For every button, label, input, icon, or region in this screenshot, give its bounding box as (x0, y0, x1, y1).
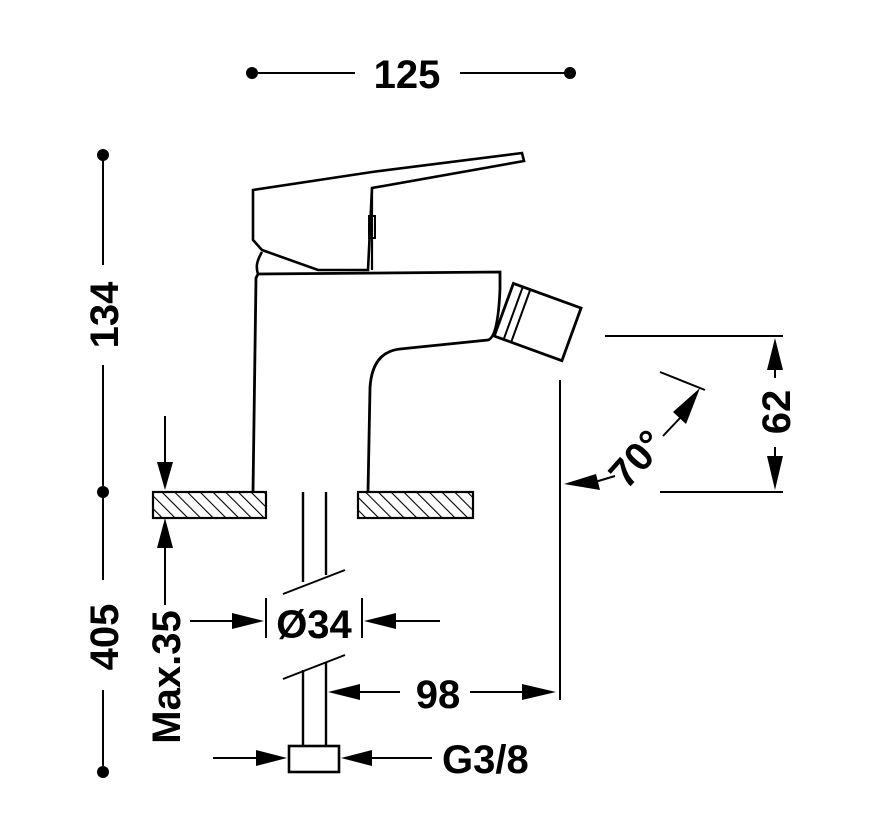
arrowhead (328, 684, 360, 700)
arrowhead (673, 388, 700, 424)
diameter-dimension: Ø34 (190, 598, 440, 647)
reach-dimension: 98 (328, 380, 561, 717)
diameter-label: Ø34 (276, 603, 352, 647)
spray-nozzle (492, 281, 583, 363)
angle-label: 70° (601, 422, 674, 496)
extension-line (659, 371, 706, 391)
arrowhead (564, 474, 600, 490)
countertop-left (151, 490, 268, 520)
height-dimension: 134 405 (83, 149, 127, 778)
width-label: 125 (374, 53, 441, 97)
arrowhead (157, 518, 173, 548)
connection-label: G3/8 (442, 738, 529, 782)
width-dimension: 125 (246, 53, 576, 97)
dimension-line (594, 475, 616, 483)
pipe-length-label: 405 (83, 604, 127, 671)
supply-pipe (282, 492, 346, 774)
height-label: 134 (83, 281, 127, 348)
spout-height-dimension: 62 (605, 335, 799, 493)
arrowhead (364, 613, 396, 629)
arrowhead (522, 684, 556, 700)
spout-height-label: 62 (755, 390, 799, 435)
cartridge-neck (255, 251, 264, 275)
faucet-body (251, 270, 502, 493)
lever-handle (251, 151, 526, 272)
pipe-break (282, 569, 346, 595)
max-thickness-label: Max.35 (145, 610, 189, 743)
arrowhead (341, 750, 372, 766)
arrowhead (767, 456, 783, 490)
arrowhead (256, 750, 287, 766)
angle-dimension: 70° (564, 371, 706, 497)
counter-thickness-dimension: Max.35 (145, 416, 189, 744)
countertop-right (356, 490, 475, 520)
connection-dimension: G3/8 (213, 738, 529, 782)
pipe-connector-nut (287, 744, 341, 774)
nozzle-inner (502, 285, 532, 344)
countertop (151, 490, 475, 520)
reach-label: 98 (416, 673, 461, 717)
faucet (251, 151, 583, 493)
dimension-line (662, 417, 681, 437)
arrowhead (767, 338, 783, 370)
lever-indicator (368, 215, 376, 239)
arrowhead (232, 613, 264, 629)
pipe-break (282, 654, 346, 680)
nozzle-outer (492, 281, 583, 363)
arrowhead (157, 462, 173, 490)
